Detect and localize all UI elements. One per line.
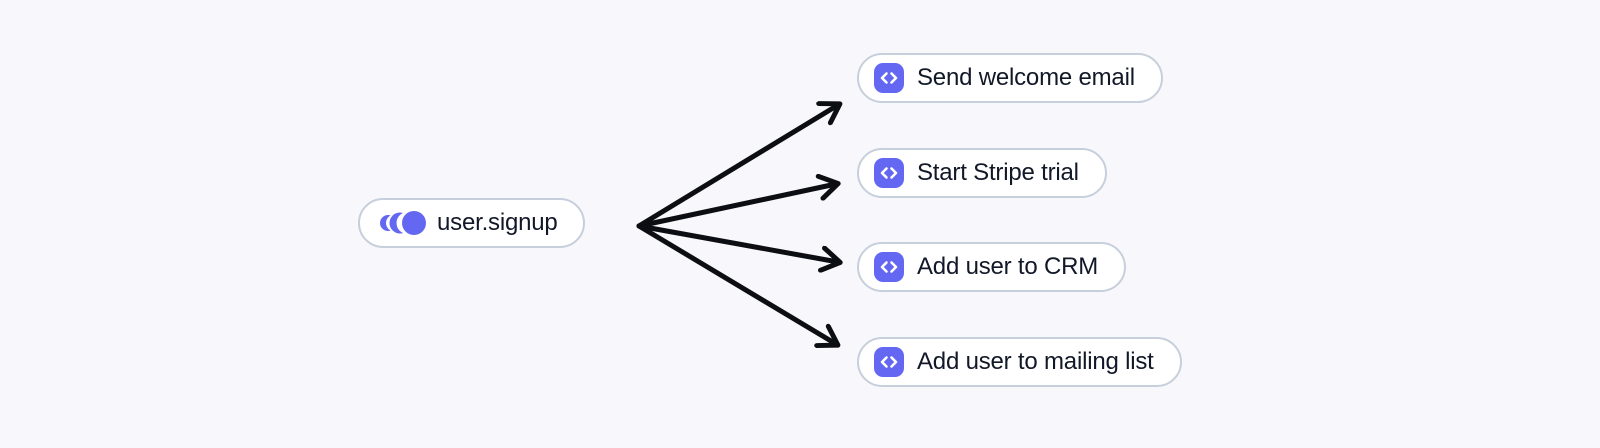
code-icon — [874, 252, 904, 282]
code-icon — [874, 63, 904, 93]
function-node-add-user-to-mailing-list[interactable]: Add user to mailing list — [857, 337, 1182, 387]
code-icon — [874, 158, 904, 188]
function-label: Add user to CRM — [917, 253, 1099, 280]
function-label: Add user to mailing list — [917, 348, 1154, 375]
function-label: Send welcome email — [917, 64, 1135, 91]
edge-arrow-start-stripe-trial — [636, 184, 836, 229]
edge-arrow-add-user-to-crm — [636, 223, 838, 262]
function-node-add-user-to-crm[interactable]: Add user to CRM — [857, 242, 1127, 292]
edge-arrow-send-welcome-email — [636, 105, 838, 229]
edge-arrow-add-user-to-mailing-list — [636, 223, 836, 344]
code-icon — [874, 347, 904, 377]
function-node-start-stripe-trial[interactable]: Start Stripe trial — [857, 148, 1107, 198]
trigger-node-user-signup[interactable]: user.signup — [358, 198, 585, 248]
event-pulse-icon — [379, 210, 426, 236]
function-label: Start Stripe trial — [917, 159, 1079, 186]
function-node-send-welcome-email[interactable]: Send welcome email — [857, 53, 1163, 103]
trigger-label: user.signup — [437, 209, 558, 236]
